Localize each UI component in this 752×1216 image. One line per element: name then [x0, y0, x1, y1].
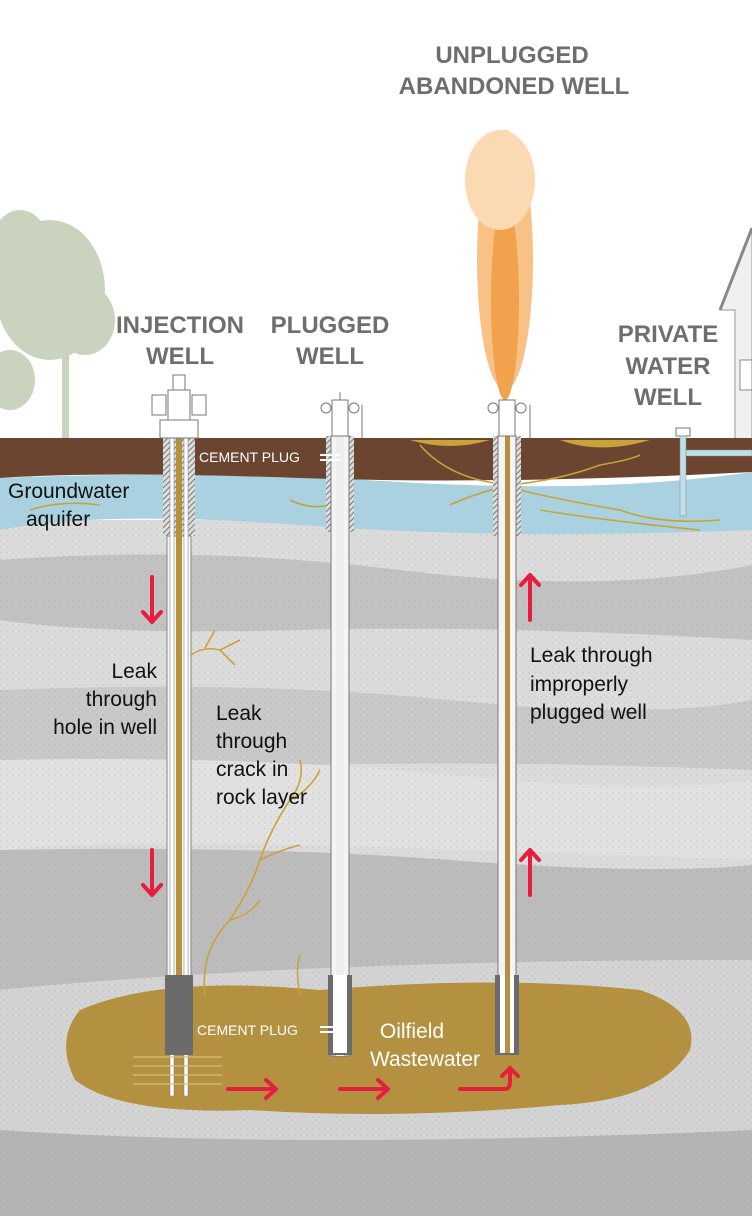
- house-icon: [718, 227, 752, 441]
- wastewater-label: Wastewater: [370, 1048, 480, 1071]
- private-well-title: WELL: [634, 384, 702, 411]
- leak-improper-label: improperly: [530, 673, 629, 696]
- leak-hole-label: through: [86, 688, 157, 711]
- plugged-well-title: WELL: [296, 343, 364, 370]
- wellhead-valve-icon: [320, 392, 363, 438]
- plugged-well-title: PLUGGED: [271, 312, 390, 339]
- leak-improper-label: plugged well: [530, 701, 647, 724]
- leak-crack-label: rock layer: [216, 786, 307, 809]
- injection-well-title: WELL: [146, 343, 214, 370]
- cement-plug-label-bottom: CEMENT PLUG: [197, 1022, 298, 1038]
- tree-icon: [0, 210, 115, 440]
- plugged-well: [320, 392, 363, 1057]
- arrow-right-icon: [338, 1078, 390, 1100]
- private-well-title: WATER: [626, 353, 711, 380]
- private-well-title: PRIVATE: [618, 321, 718, 348]
- leak-crack-label: Leak: [216, 702, 262, 725]
- unplugged-abandoned-well: [465, 130, 535, 1055]
- arrow-down-icon: [141, 575, 163, 624]
- sky: [0, 0, 752, 440]
- leak-hole-label: Leak: [111, 660, 157, 683]
- wastewater-label: Oilfield: [380, 1020, 444, 1043]
- gas-plume: [465, 130, 535, 400]
- arrow-right-icon: [226, 1078, 278, 1100]
- leak-improper-label: Leak through: [530, 644, 653, 667]
- arrow-up-right-icon: [458, 1066, 520, 1091]
- perforations: [133, 1056, 222, 1085]
- injection-well-title: INJECTION: [116, 312, 244, 339]
- groundwater-label: aquifer: [26, 508, 90, 531]
- unplugged-well-title: UNPLUGGED: [435, 42, 588, 69]
- topsoil: [0, 438, 752, 481]
- groundwater-label: Groundwater: [8, 480, 129, 503]
- flow-arrows: [141, 573, 541, 1100]
- oilfield-wastewater-pool: [66, 982, 692, 1114]
- wellhead-valve-icon: [487, 399, 531, 438]
- leak-crack-label: through: [216, 730, 287, 753]
- unplugged-well-title: ABANDONED WELL: [399, 73, 630, 100]
- arrow-up-icon: [519, 848, 541, 897]
- wellhead-icon: [151, 374, 207, 439]
- private-water-well: [675, 427, 752, 517]
- leak-crack-label: crack in: [216, 758, 288, 781]
- leak-hole-label: hole in well: [53, 716, 157, 739]
- arrow-up-icon: [519, 573, 541, 622]
- arrow-down-icon: [141, 848, 163, 897]
- injection-well: [133, 374, 222, 1097]
- cement-plug-label-top: CEMENT PLUG: [199, 449, 300, 465]
